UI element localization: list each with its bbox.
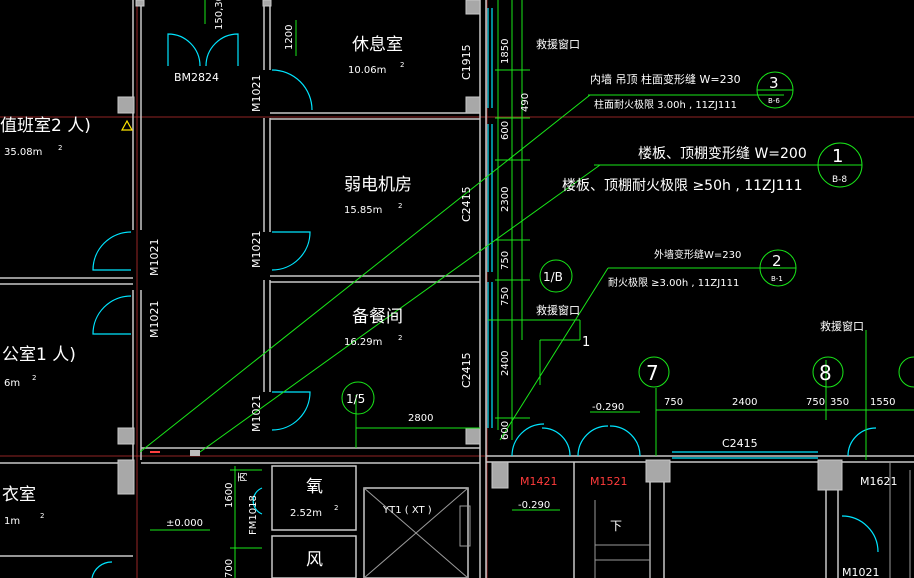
callout-2-number: 2 [772, 252, 782, 270]
door-m1421: M1421 [520, 475, 558, 488]
note-leader-1: 1 [582, 335, 590, 350]
dim-700: 700 [224, 559, 235, 578]
dim-2400: 2400 [500, 351, 511, 376]
sq-mark: 2 [334, 504, 338, 512]
sq-mark: 2 [400, 61, 404, 69]
callout-3-sheet: B-6 [768, 97, 780, 105]
note-joint-2-line1: 外墙变形缝W=230 [654, 248, 741, 261]
callout-labels: 3 B-6 1 B-8 2 B-1 1/B 1/5 7 8 [346, 74, 847, 406]
room-locker: 衣室 [2, 485, 36, 505]
window-c2415-a: C2415 [460, 186, 473, 222]
room-weak-area: 15.85m [344, 205, 382, 216]
room-pantry: 备餐间 [352, 307, 403, 327]
callout-3-number: 3 [769, 74, 779, 92]
dim-750-b: 750 [500, 287, 511, 306]
dim-600: 600 [500, 121, 511, 140]
callout-1-number: 1 [832, 146, 843, 167]
window-c2415-c: C2415 [722, 437, 758, 450]
door-m1021-d: M1021 [148, 239, 161, 277]
room-office: 公室1 人) [2, 345, 76, 365]
callout-2-sheet: B-1 [771, 275, 783, 283]
note-joint-1-line1: 楼板、顶棚变形缝 W=200 [638, 146, 807, 162]
window-c1915: C1915 [460, 44, 473, 80]
dim-2300: 2300 [500, 187, 511, 212]
door-fm1018: FM1018 [248, 495, 259, 535]
door-m1021-b: M1021 [250, 231, 263, 269]
room-duty-area: 35.08m [4, 147, 42, 158]
elevation-m290-a: -0.290 [592, 402, 624, 413]
dim-1550: 1550 [870, 397, 895, 408]
door-bm2824: BM2824 [174, 71, 219, 84]
dim-750-d: 750 [806, 397, 825, 408]
axis-1-B: 1/B [543, 270, 563, 284]
door-m1021-c: M1021 [250, 395, 263, 433]
sq-mark: 2 [40, 512, 44, 520]
door-swings [91, 33, 879, 578]
door-m1621: M1621 [860, 475, 898, 488]
door-m1021-a: M1021 [250, 75, 263, 113]
dimension-lines [139, 0, 914, 578]
callout-1-sheet: B-8 [832, 175, 847, 185]
elevation-0: ±0.000 [166, 518, 203, 529]
dim-2400-b: 2400 [732, 397, 757, 408]
note-joint-1-line2: 楼板、顶棚耐火极限 ≥50h , 11ZJ111 [562, 178, 802, 194]
dim-490: 490 [520, 93, 531, 112]
callout-circles [341, 71, 914, 415]
dim-750-c: 750 [664, 397, 683, 408]
room-wind: 风 [306, 550, 323, 570]
dim-150-300: 150,30 [214, 0, 225, 30]
note-rescue-window-3: 救援窗口 [820, 319, 864, 333]
door-m1021-e: M1021 [148, 301, 161, 339]
stair-down-label: 下 [610, 519, 622, 533]
dim-350: 350 [830, 397, 849, 408]
corridor-marks [150, 450, 200, 456]
dim-1200: 1200 [284, 25, 295, 50]
axis-7: 7 [646, 361, 659, 385]
axis-1-5: 1/5 [346, 392, 365, 406]
rotated-labels: M1021 M1021 M1021 M1021 M1021 FM1018 丙 C… [148, 0, 531, 578]
room-labels: 休息室 10.06m 2 弱电机房 15.85m 2 备餐间 16.29m 2 … [0, 35, 412, 570]
sq-mark: 2 [32, 374, 36, 382]
door-class-bing: 丙 [238, 472, 249, 482]
note-rescue-window-1: 救援窗口 [536, 37, 580, 51]
sq-mark: 2 [58, 144, 62, 152]
door-m1021-f: M1021 [842, 566, 880, 578]
elevation-m290-b: -0.290 [518, 500, 550, 511]
dim-750-a: 750 [500, 251, 511, 270]
room-rest: 休息室 [352, 35, 403, 55]
dim-1600: 1600 [224, 483, 235, 508]
dim-600-b: 600 [500, 421, 511, 440]
room-locker-area: 1m [4, 516, 20, 527]
note-joint-3-line2: 柱面耐火极限 3.00h , 11ZJ111 [594, 98, 737, 111]
windows [487, 8, 818, 459]
axis-8: 8 [819, 361, 832, 385]
sq-mark: 2 [398, 334, 402, 342]
room-pantry-area: 16.29m [344, 337, 382, 348]
annotation-notes: 救援窗口 救援窗口 救援窗口 内墙 吊顶 柱面变形缝 W=230 柱面耐火极限 … [536, 37, 864, 350]
room-oxygen-area: 2.52m [290, 508, 322, 519]
dimension-text: 2800 750 2400 750 350 1550 C2415 ±0.000 … [166, 397, 895, 529]
room-office-area: 6m [4, 378, 20, 389]
note-joint-2-line2: 耐火极限 ≥3.00h , 11ZJ111 [608, 276, 739, 289]
room-rest-area: 10.06m [348, 65, 386, 76]
sq-mark: 2 [398, 202, 402, 210]
door-m1521: M1521 [590, 475, 628, 488]
dim-2800: 2800 [408, 413, 433, 424]
warning-triangle-icon [120, 119, 134, 131]
note-joint-3-line1: 内墙 吊顶 柱面变形缝 W=230 [590, 72, 741, 86]
window-c2415-b: C2415 [460, 352, 473, 388]
dim-1850: 1850 [500, 39, 511, 64]
elevator-label: YT1 ( XT ) [382, 505, 432, 516]
note-rescue-window-2: 救援窗口 [536, 303, 580, 317]
room-duty: 值班室2 人) [0, 116, 91, 136]
room-oxygen: 氧 [306, 477, 323, 497]
room-weak: 弱电机房 [344, 175, 412, 195]
door-labels: BM2824 M1421 M1521 M1621 M1021 YT1 ( XT … [174, 71, 898, 578]
